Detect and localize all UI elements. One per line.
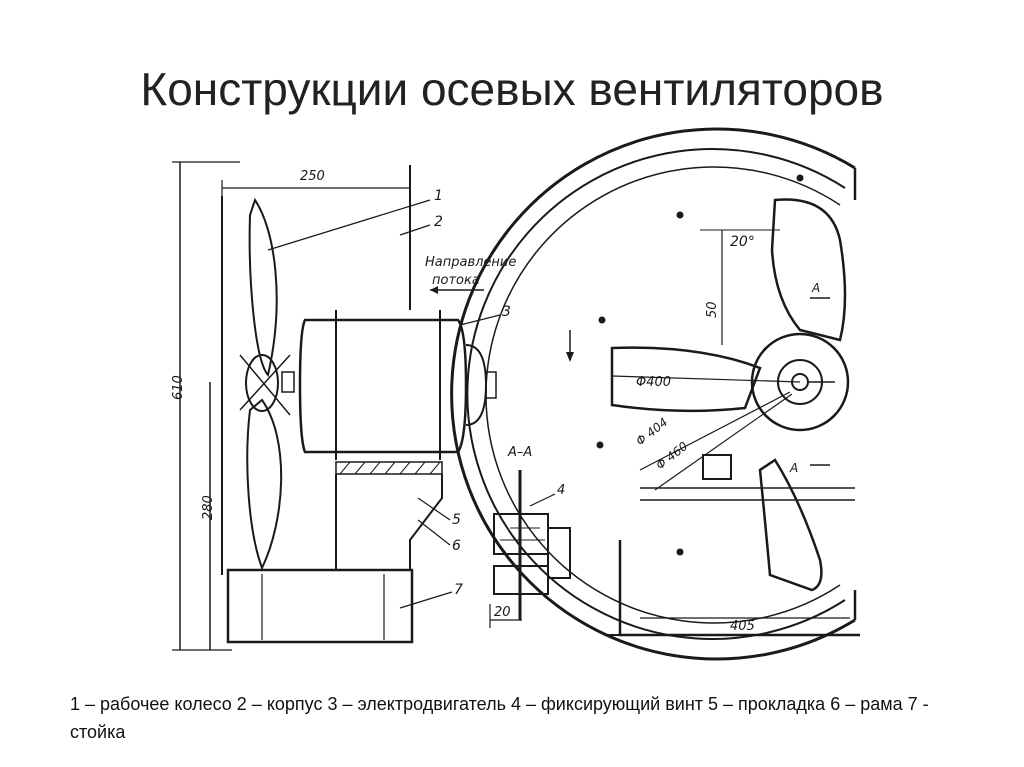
outer-ring [450,127,856,661]
section-label: A–A [507,445,532,460]
dia-400: Φ400 [636,375,671,390]
motor-body [298,318,468,454]
frame [335,474,443,570]
blade-top [770,198,847,342]
dim-height-total: 610 [171,375,186,400]
callout-2: 2 [434,214,443,230]
section-marker-bottom: A [789,461,798,475]
section-a-a: A–A 4 20 [489,445,571,628]
stand [226,568,414,644]
dim-screw-width: 20 [494,605,511,620]
legend-caption: 1 – рабочее колесо 2 – корпус 3 – электр… [70,694,929,742]
callout-7: 7 [454,582,463,598]
callout-6: 6 [452,538,461,554]
hub-outer [750,332,850,432]
callout-4: 4 [557,483,565,498]
dim-width-top: 250 [300,169,325,184]
blade-left [610,346,762,413]
blade-bottom [758,458,823,592]
callout-1: 1 [434,188,443,204]
ring-inner [466,148,846,640]
callout-5: 5 [452,512,461,528]
impeller-hub [245,354,279,412]
side-view: 610 280 250 [171,161,516,651]
section-marker-top: A [811,281,820,295]
impeller-blade-upper [248,197,278,378]
dim-bottom: 405 [730,619,755,634]
flow-label-line2: потока [432,273,480,288]
dim-vertical: 50 [705,301,720,318]
impeller-blade-lower [246,398,283,571]
slide-title: Конструкции осевых вентиляторов [140,63,884,115]
front-view: A A 20° 50 Φ400 Φ 404 Φ 460 405 [450,127,860,661]
dia-404: Φ 404 [633,415,670,448]
fan-technical-drawing: 610 280 250 [171,127,860,661]
angle-label: 20° [730,234,755,250]
dim-height-lower: 280 [201,495,216,520]
pad [335,461,443,475]
dia-460: Φ 460 [653,439,690,473]
flow-label-line1: Направление [425,255,516,270]
callout-3: 3 [502,304,511,320]
